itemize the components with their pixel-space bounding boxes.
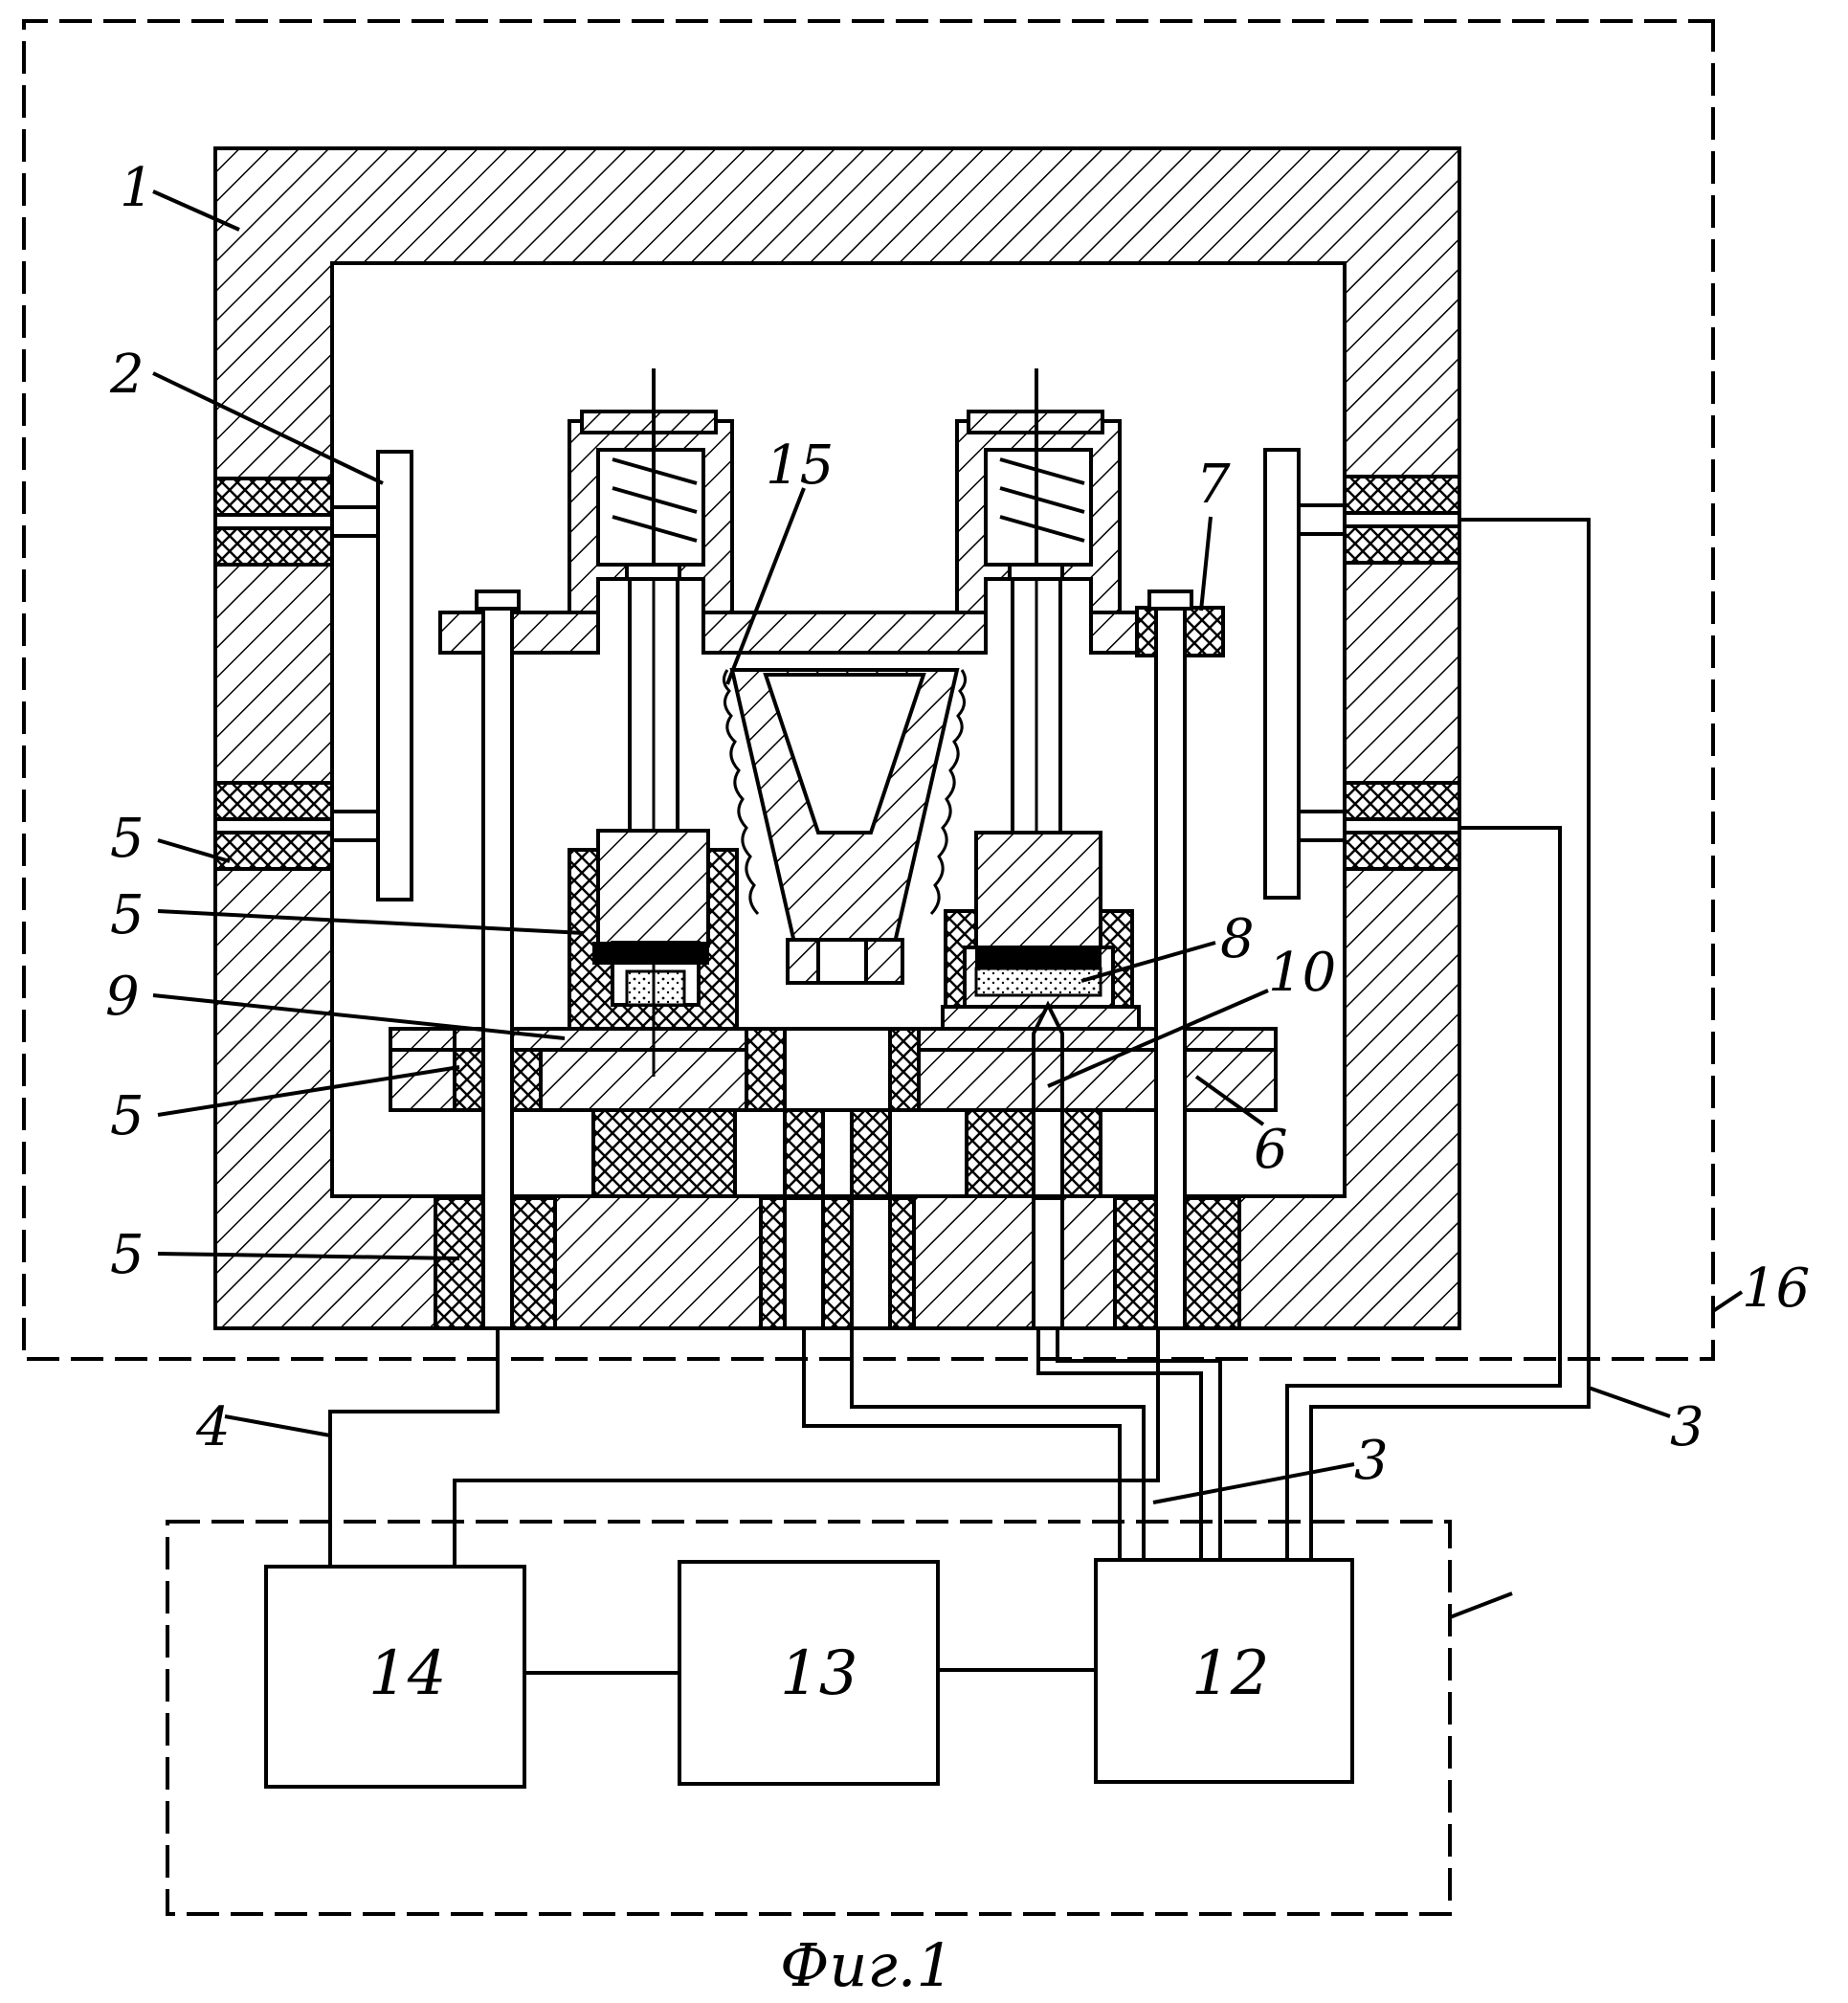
leader-15 [727, 488, 804, 684]
label-10: 10 [1268, 942, 1336, 1004]
right-wall-gap-bottom [1345, 819, 1459, 833]
tie-rod-left [483, 591, 512, 1328]
label-3a: 3 [1670, 1396, 1704, 1458]
wire-14-top [455, 1328, 1158, 1567]
figure-caption: Фиг.1 [780, 1930, 954, 2000]
support-insulator-mid-a [785, 1110, 823, 1196]
support-insulator-left [593, 1110, 735, 1196]
label-1: 1 [120, 157, 154, 219]
bottom-feed-3 [1034, 1198, 1062, 1328]
right-punch-head [976, 833, 1101, 947]
left-housing-cap [582, 412, 716, 433]
label-7: 7 [1196, 454, 1231, 516]
support-insulator-mid-b [852, 1110, 890, 1196]
plate-9-left-end [390, 1029, 455, 1050]
leader-16 [1713, 1292, 1742, 1311]
block-13-label: 13 [780, 1638, 857, 1709]
base-plate-insulator-mid-b [890, 1029, 919, 1110]
bottom-feed-2a [785, 1198, 823, 1328]
left-wall-gap-top [215, 515, 332, 528]
label-4: 4 [195, 1396, 231, 1458]
label-5b: 5 [110, 884, 145, 946]
label-5a: 5 [110, 808, 145, 870]
nozzle-channel [818, 940, 866, 983]
left-spring-cavity [598, 450, 703, 565]
leader-3b [1153, 1464, 1354, 1502]
base-plate-hole [785, 1029, 890, 1110]
block-12-label: 12 [1191, 1638, 1269, 1709]
label-3b: 3 [1354, 1430, 1389, 1492]
block-14-label: 14 [368, 1638, 446, 1709]
left-punch-head [598, 831, 708, 946]
left-wall-gap-bottom [215, 819, 332, 833]
right-electrode-plate [1265, 450, 1299, 898]
wire-feed-b [852, 1328, 1144, 1560]
right-wall-gap-top [1345, 513, 1459, 526]
left-sample-powder [627, 971, 684, 1005]
base-plate-insulator-mid-a [746, 1029, 785, 1110]
leader-11 [1450, 1593, 1512, 1617]
label-16: 16 [1742, 1257, 1810, 1320]
left-electrode-stub-bottom [332, 812, 378, 840]
wire-thermo-b [1058, 1328, 1220, 1560]
label-5d: 5 [110, 1224, 145, 1286]
label-9: 9 [105, 966, 140, 1028]
label-15: 15 [766, 434, 834, 497]
wire-4 [330, 1328, 498, 1567]
label-8: 8 [1220, 908, 1255, 970]
left-sample-disc [593, 943, 708, 964]
left-electrode-plate-2 [378, 452, 412, 900]
label-6: 6 [1254, 1119, 1288, 1181]
right-electrode-stub-top [1299, 505, 1345, 534]
crucible-15 [732, 670, 957, 943]
tie-rod-left-nut [477, 591, 519, 609]
right-electrode-stub-bottom [1299, 812, 1345, 840]
plate-10 [919, 1029, 1276, 1050]
crossbeam-left [440, 612, 598, 653]
leader-4 [225, 1416, 330, 1435]
leader-3a [1589, 1388, 1670, 1416]
right-sample-disc [976, 947, 1101, 968]
label-2: 2 [109, 344, 145, 406]
label-5c: 5 [110, 1085, 145, 1147]
left-electrode-stub-top [332, 507, 378, 536]
tie-rod-right-nut [1149, 591, 1191, 609]
bottom-feed-2b [852, 1198, 890, 1328]
thermocouple-channel [1034, 1110, 1062, 1196]
leader-7 [1201, 517, 1211, 611]
